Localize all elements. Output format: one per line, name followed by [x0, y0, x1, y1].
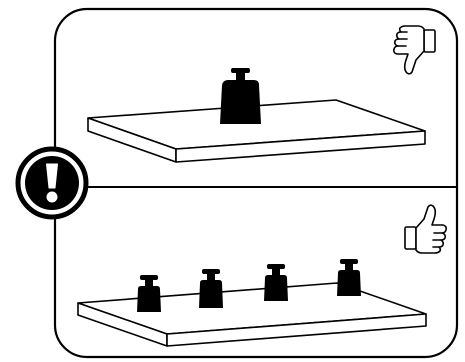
thumbs-up-icon	[404, 204, 447, 254]
weight-small-2	[199, 269, 223, 308]
panel-incorrect	[87, 25, 436, 163]
weight-single	[220, 68, 261, 124]
thumbs-down-icon	[393, 25, 436, 75]
exclamation-circle-icon	[15, 146, 89, 220]
shelf-board-top	[87, 99, 426, 163]
weight-small-1	[137, 275, 161, 312]
weight-small-4	[337, 259, 361, 296]
panel-correct	[77, 204, 447, 347]
weight-small-3	[264, 264, 288, 301]
